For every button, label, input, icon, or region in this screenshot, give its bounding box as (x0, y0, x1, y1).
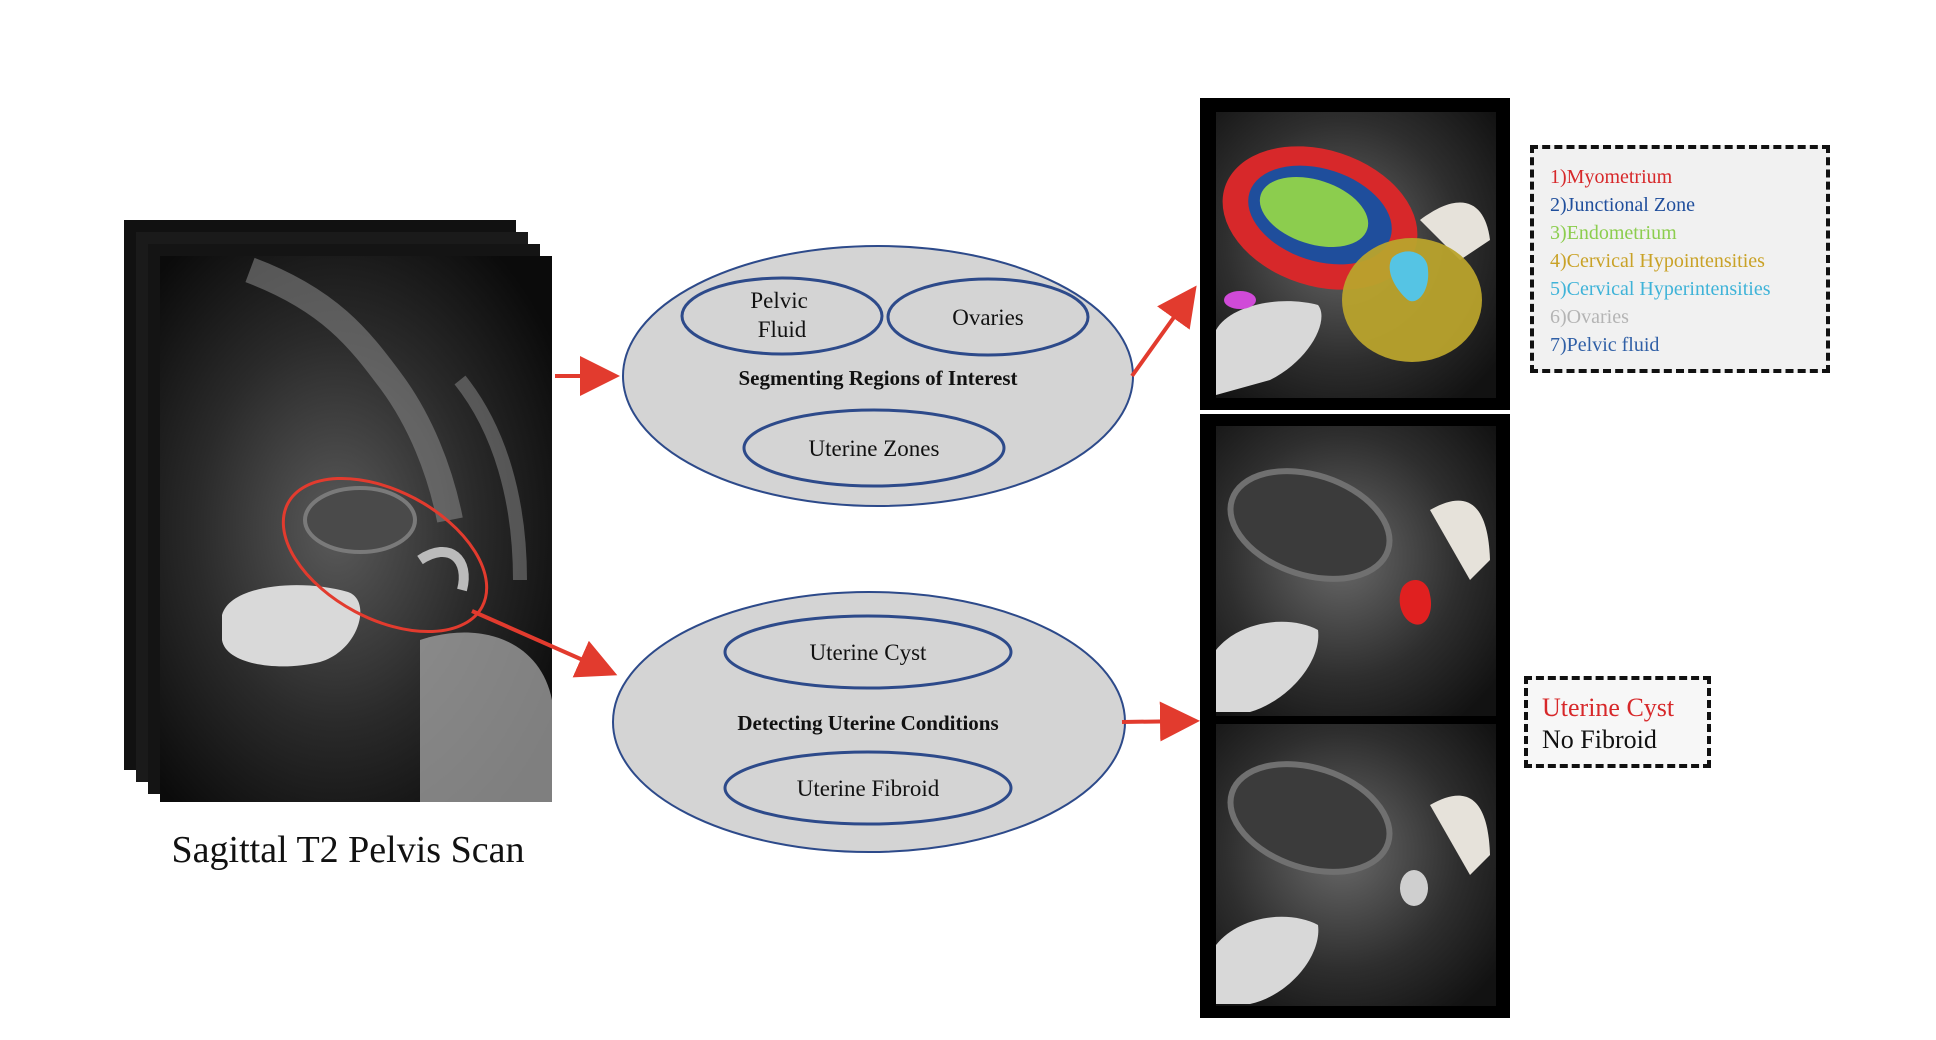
legend-item: 6)Ovaries (1550, 306, 1629, 328)
arrow-scan-to-detection (471, 609, 618, 678)
segmentation-legend: 1)Myometrium 2)Junctional Zone 3)Endometri… (1530, 145, 1830, 373)
roi-ellipse (281, 476, 489, 634)
bladder-shape (222, 585, 361, 667)
cyst-crop-bottom (1400, 870, 1428, 906)
fat-region (420, 632, 552, 802)
legend-item: 4)Cervical Hypointensities (1550, 250, 1765, 272)
segmentation-title: Segmenting Regions of Interest (738, 366, 1017, 390)
cyst-detection-mask (1399, 579, 1432, 625)
bladder-crop-1 (1216, 301, 1322, 395)
cervical-hyperintensity-mask (1389, 251, 1429, 302)
rectum-shape (417, 547, 469, 592)
legend-item: 7)Pelvic fluid (1550, 334, 1660, 356)
segmentation-output-image (1200, 98, 1510, 410)
uterine-cyst-ellipse (723, 614, 1013, 690)
uterine-fibroid-label: Uterine Fibroid (797, 776, 940, 801)
legend-item: 5)Cervical Hyperintensities (1550, 278, 1771, 300)
uterine-zones-ellipse (742, 408, 1006, 488)
detection-result-line: No Fibroid (1542, 725, 1657, 754)
detection-result-box: Uterine Cyst No Fibroid (1524, 676, 1711, 768)
pelvic-fluid-label: Pelvic Fluid (750, 288, 813, 342)
fat-crop-bottom (1430, 795, 1490, 875)
segmentation-node: Pelvic Fluid Ovaries Segmenting Regions … (622, 245, 1134, 507)
detection-output-images (1200, 414, 1510, 1018)
arrow-segmentation-to-output (1130, 285, 1197, 378)
fat-crop-1 (1420, 202, 1490, 260)
legend-item: 2)Junctional Zone (1550, 194, 1695, 216)
ovaries-ellipse (886, 277, 1090, 357)
legend-item: 1)Myometrium (1550, 166, 1673, 188)
detection-node: Uterine Cyst Detecting Uterine Condition… (612, 591, 1126, 853)
detection-result-line: Uterine Cyst (1542, 693, 1675, 722)
fat-crop-top (1430, 500, 1490, 580)
sacrum-shape (454, 375, 527, 581)
pelvic-fluid-label-line2: Fluid (758, 317, 807, 342)
legend-item: 3)Endometrium (1550, 222, 1677, 244)
arrow-detection-to-output (1121, 701, 1200, 742)
ovaries-label: Ovaries (952, 305, 1024, 330)
pelvic-fluid-mask (1224, 291, 1256, 309)
spine-shape (245, 257, 463, 523)
bladder-crop-top (1216, 621, 1319, 712)
result-list: Uterine Cyst No Fibroid (1542, 692, 1707, 756)
uterine-cyst-label: Uterine Cyst (810, 640, 928, 665)
legend-list: 1)Myometrium 2)Junctional Zone 3)Endometri… (1550, 163, 1826, 359)
uterine-zones-label: Uterine Zones (809, 436, 940, 461)
detection-title: Detecting Uterine Conditions (737, 711, 998, 735)
bladder-crop-bottom (1216, 916, 1319, 1004)
uterus-shape (303, 486, 417, 554)
mri-scan-stack (124, 220, 552, 802)
scan-caption: Sagittal T2 Pelvis Scan (172, 829, 525, 871)
uterine-fibroid-ellipse (723, 750, 1013, 826)
uterus-crop-top (1227, 468, 1393, 582)
uterus-crop-bottom (1227, 761, 1393, 875)
pelvic-fluid-ellipse (680, 276, 884, 356)
pelvic-fluid-label-line1: Pelvic (750, 288, 808, 313)
endometrium-mask (1259, 176, 1369, 248)
